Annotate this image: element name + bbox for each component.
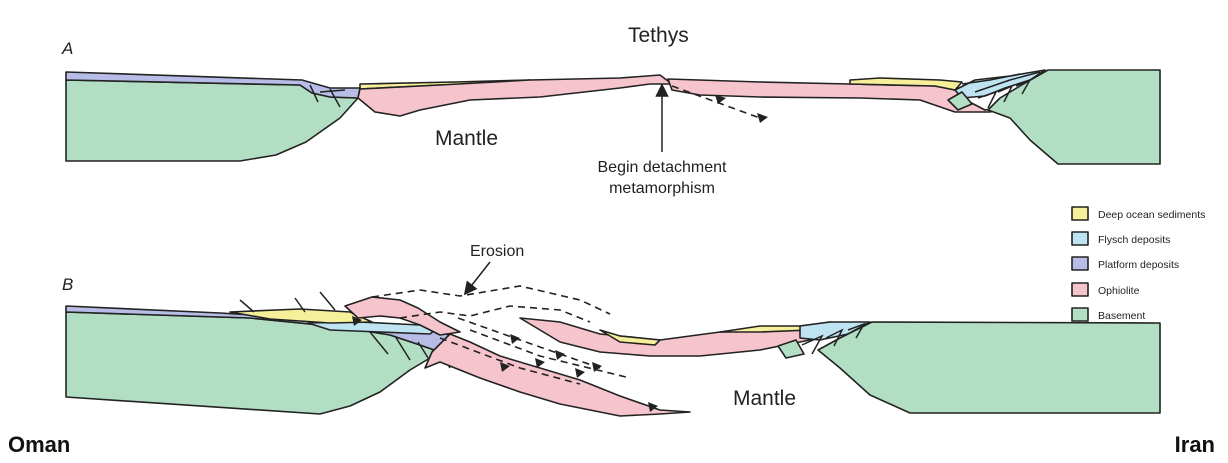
erosion-label: Erosion — [470, 243, 524, 260]
mantle-label-b: Mantle — [733, 387, 796, 410]
legend-label-platform-deposits: Platform deposits — [1098, 259, 1179, 271]
legend-swatch-deep-ocean-sediments — [1072, 207, 1088, 220]
panel-a-label: A — [61, 39, 73, 58]
tethys-label: Tethys — [628, 24, 689, 47]
legend-swatch-ophiolite — [1072, 283, 1088, 296]
annotation-line1: Begin detachment — [598, 159, 728, 176]
legend-item-flysch-deposits: Flysch deposits — [1072, 232, 1170, 246]
legend-item-basement: Basement — [1072, 308, 1145, 322]
legend: Deep ocean sediments Flysch deposits Pla… — [1072, 207, 1205, 322]
place-label-iran: Iran — [1175, 432, 1215, 457]
legend-item-ophiolite: Ophiolite — [1072, 283, 1140, 297]
legend-item-deep-ocean-sediments: Deep ocean sediments — [1072, 207, 1205, 221]
mantle-label-a: Mantle — [435, 127, 498, 150]
erosion-arrow — [468, 262, 490, 290]
legend-label-flysch-deposits: Flysch deposits — [1098, 234, 1170, 246]
legend-item-platform-deposits: Platform deposits — [1072, 257, 1179, 271]
place-label-oman: Oman — [8, 432, 70, 457]
thrust-tooth-a2 — [757, 113, 768, 123]
basement-right-b — [818, 322, 1160, 413]
legend-label-basement: Basement — [1098, 310, 1145, 322]
annotation-line2: metamorphism — [609, 180, 715, 197]
legend-swatch-flysch-deposits — [1072, 232, 1088, 245]
legend-swatch-platform-deposits — [1072, 257, 1088, 270]
panel-a: A Tethys Mantle Begin detachment metamor… — [61, 24, 1160, 197]
panel-b-label: B — [62, 275, 73, 294]
panel-b: B Erosion Mantle — [62, 243, 1160, 416]
legend-swatch-basement — [1072, 308, 1088, 321]
legend-label-ophiolite: Ophiolite — [1098, 285, 1140, 297]
ophiolite-a-left — [358, 75, 672, 116]
legend-label-deep-ocean-sediments: Deep ocean sediments — [1098, 209, 1205, 221]
